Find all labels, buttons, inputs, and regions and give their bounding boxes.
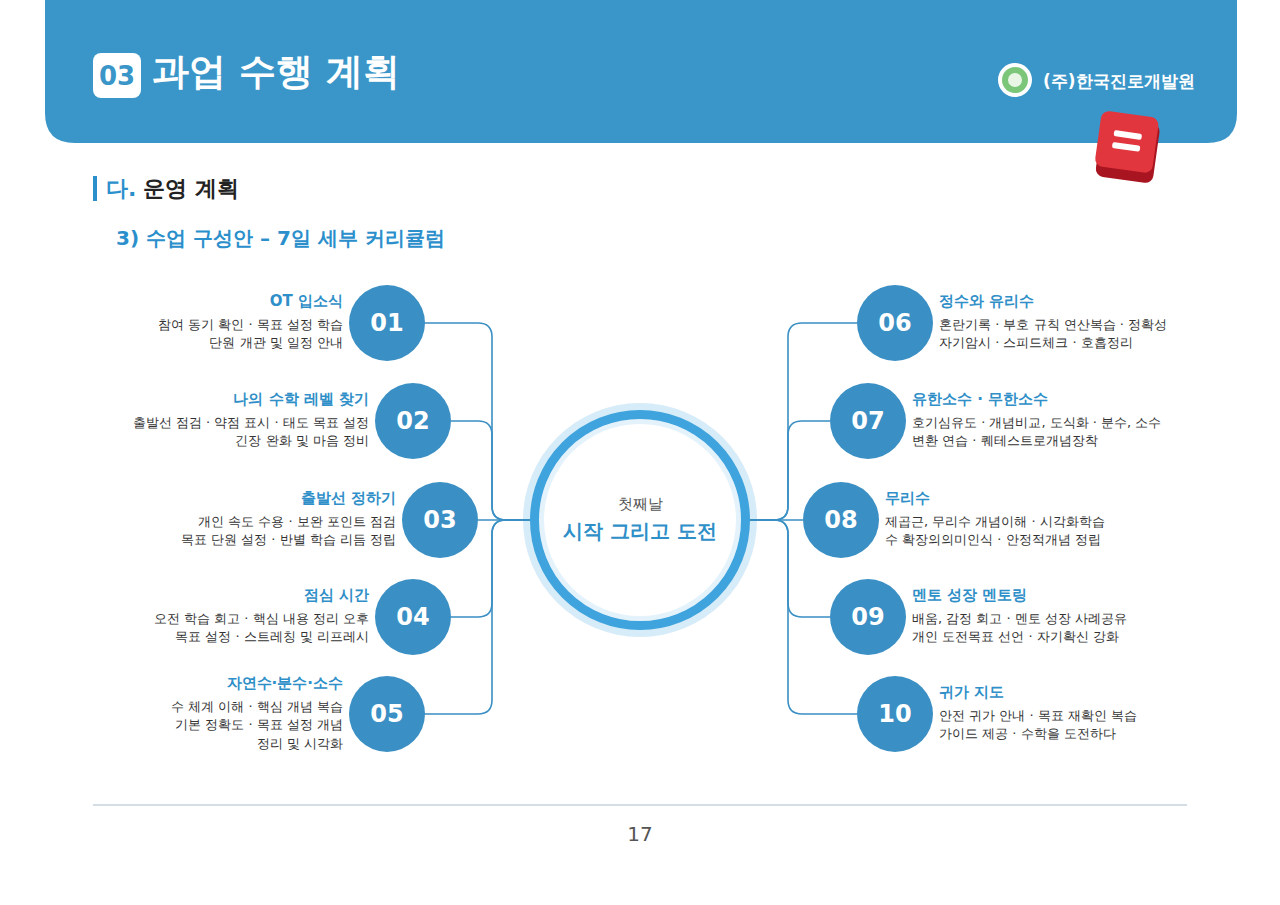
- section-title: 운영 계획: [143, 174, 239, 204]
- step-heading: 무리수: [885, 489, 1110, 509]
- step-heading: 점심 시간: [124, 586, 369, 606]
- step-description: 수 체계 이해 · 핵심 개념 복습 기본 정확도 · 목표 설정 개념 정리 …: [148, 697, 343, 754]
- step-description: 제곱근, 무리수 개념이해 · 시각화학습 수 확장의의미인식 · 안정적개념 …: [885, 513, 1110, 551]
- step-number: 10: [878, 700, 911, 728]
- section-marker: 다.: [106, 174, 136, 204]
- logo: [998, 63, 1032, 97]
- step-circle: 05자연수·분수·소수수 체계 이해 · 핵심 개념 복습 기본 정확도 · 목…: [349, 676, 425, 752]
- step-number: 06: [878, 309, 911, 337]
- step-caption: 무리수제곱근, 무리수 개념이해 · 시각화학습 수 확장의의미인식 · 안정적…: [885, 489, 1110, 550]
- step-circle: 04점심 시간오전 학습 회고 · 핵심 내용 정리 오후 목표 설정 · 스트…: [375, 579, 451, 655]
- logo: [1002, 67, 1028, 93]
- step-heading: 멘토 성장 멘토링: [912, 586, 1137, 606]
- step-circle: 06정수와 유리수혼란기록 · 부호 규칙 연산복습 · 정확성 자기암시 · …: [857, 285, 933, 361]
- step-heading: 정수와 유리수: [939, 292, 1184, 312]
- step-circle: 07유한소수 · 무한소수호기심유도 · 개념비교, 도식화 · 분수, 소수 …: [830, 383, 906, 459]
- step-heading: OT 입소식: [143, 292, 343, 312]
- logo: [1008, 73, 1022, 87]
- step-description: 안전 귀가 안내 · 목표 재확인 복습 가이드 제공 · 수학을 도전하다: [939, 707, 1159, 745]
- subtitle: 3) 수업 구성안 – 7일 세부 커리큘럼: [116, 225, 445, 252]
- step-number: 08: [824, 506, 857, 534]
- footer-rule: [93, 804, 1187, 806]
- company-name: (주)한국진로개발원: [1043, 70, 1195, 93]
- step-circle: 09멘토 성장 멘토링배움, 감정 회고 · 멘토 성장 사례공유 개인 도전목…: [830, 579, 906, 655]
- step-number: 05: [370, 700, 403, 728]
- step-caption: 귀가 지도안전 귀가 안내 · 목표 재확인 복습 가이드 제공 · 수학을 도…: [939, 683, 1159, 744]
- step-description: 개인 속도 수용 · 보완 포인트 점검 목표 단원 설정 · 반별 학습 리듬…: [171, 513, 396, 551]
- header-band: [45, 0, 1237, 143]
- step-caption: OT 입소식참여 동기 확인 · 목표 설정 학습 단원 개관 및 일정 안내: [143, 292, 343, 353]
- center-circle: 첫째날시작 그리고 도전: [530, 410, 750, 630]
- center-title: 시작 그리고 도전: [563, 518, 717, 545]
- step-heading: 자연수·분수·소수: [148, 674, 343, 694]
- equals-icon: [1093, 110, 1162, 184]
- step-circle: 08무리수제곱근, 무리수 개념이해 · 시각화학습 수 확장의의미인식 · 안…: [803, 482, 879, 558]
- step-heading: 출발선 정하기: [171, 489, 396, 509]
- step-caption: 유한소수 · 무한소수호기심유도 · 개념비교, 도식화 · 분수, 소수 변환…: [912, 390, 1162, 451]
- step-number: 04: [396, 603, 429, 631]
- step-description: 참여 동기 확인 · 목표 설정 학습 단원 개관 및 일정 안내: [143, 316, 343, 354]
- page-title: 과업 수행 계획: [152, 47, 400, 97]
- step-number: 01: [370, 309, 403, 337]
- step-caption: 점심 시간오전 학습 회고 · 핵심 내용 정리 오후 목표 설정 · 스트레칭…: [124, 586, 369, 647]
- step-description: 혼란기록 · 부호 규칙 연산복습 · 정확성 자기암시 · 스피드체크 · 호…: [939, 316, 1184, 354]
- step-heading: 나의 수학 레벨 찾기: [124, 390, 369, 410]
- number-badge: 03: [93, 53, 141, 98]
- step-circle: 02나의 수학 레벨 찾기출발선 점검 · 약점 표시 · 태도 목표 설정 긴…: [375, 383, 451, 459]
- step-number: 09: [851, 603, 884, 631]
- step-caption: 자연수·분수·소수수 체계 이해 · 핵심 개념 복습 기본 정확도 · 목표 …: [148, 674, 343, 754]
- step-description: 호기심유도 · 개념비교, 도식화 · 분수, 소수 변환 연습 · 퀘테스트로…: [912, 414, 1162, 452]
- step-caption: 정수와 유리수혼란기록 · 부호 규칙 연산복습 · 정확성 자기암시 · 스피…: [939, 292, 1184, 353]
- step-number: 03: [423, 506, 456, 534]
- step-caption: 나의 수학 레벨 찾기출발선 점검 · 약점 표시 · 태도 목표 설정 긴장 …: [124, 390, 369, 451]
- center-subtitle: 첫째날: [618, 495, 663, 514]
- page-number: 17: [627, 822, 652, 846]
- step-heading: 유한소수 · 무한소수: [912, 390, 1162, 410]
- step-description: 오전 학습 회고 · 핵심 내용 정리 오후 목표 설정 · 스트레칭 및 리프…: [124, 610, 369, 648]
- step-caption: 멘토 성장 멘토링배움, 감정 회고 · 멘토 성장 사례공유 개인 도전목표 …: [912, 586, 1137, 647]
- step-heading: 귀가 지도: [939, 683, 1159, 703]
- step-circle: 03출발선 정하기개인 속도 수용 · 보완 포인트 점검 목표 단원 설정 ·…: [402, 482, 478, 558]
- step-number: 02: [396, 407, 429, 435]
- section-bar: [93, 176, 97, 201]
- step-circle: 10귀가 지도안전 귀가 안내 · 목표 재확인 복습 가이드 제공 · 수학을…: [857, 676, 933, 752]
- badge-number: 03: [99, 61, 135, 91]
- step-number: 07: [851, 407, 884, 435]
- step-description: 출발선 점검 · 약점 표시 · 태도 목표 설정 긴장 완화 및 마음 정비: [124, 414, 369, 452]
- step-circle: 01OT 입소식참여 동기 확인 · 목표 설정 학습 단원 개관 및 일정 안…: [349, 285, 425, 361]
- ring: [523, 403, 757, 637]
- step-description: 배움, 감정 회고 · 멘토 성장 사례공유 개인 도전목표 선언 · 자기확신…: [912, 610, 1137, 648]
- step-caption: 출발선 정하기개인 속도 수용 · 보완 포인트 점검 목표 단원 설정 · 반…: [171, 489, 396, 550]
